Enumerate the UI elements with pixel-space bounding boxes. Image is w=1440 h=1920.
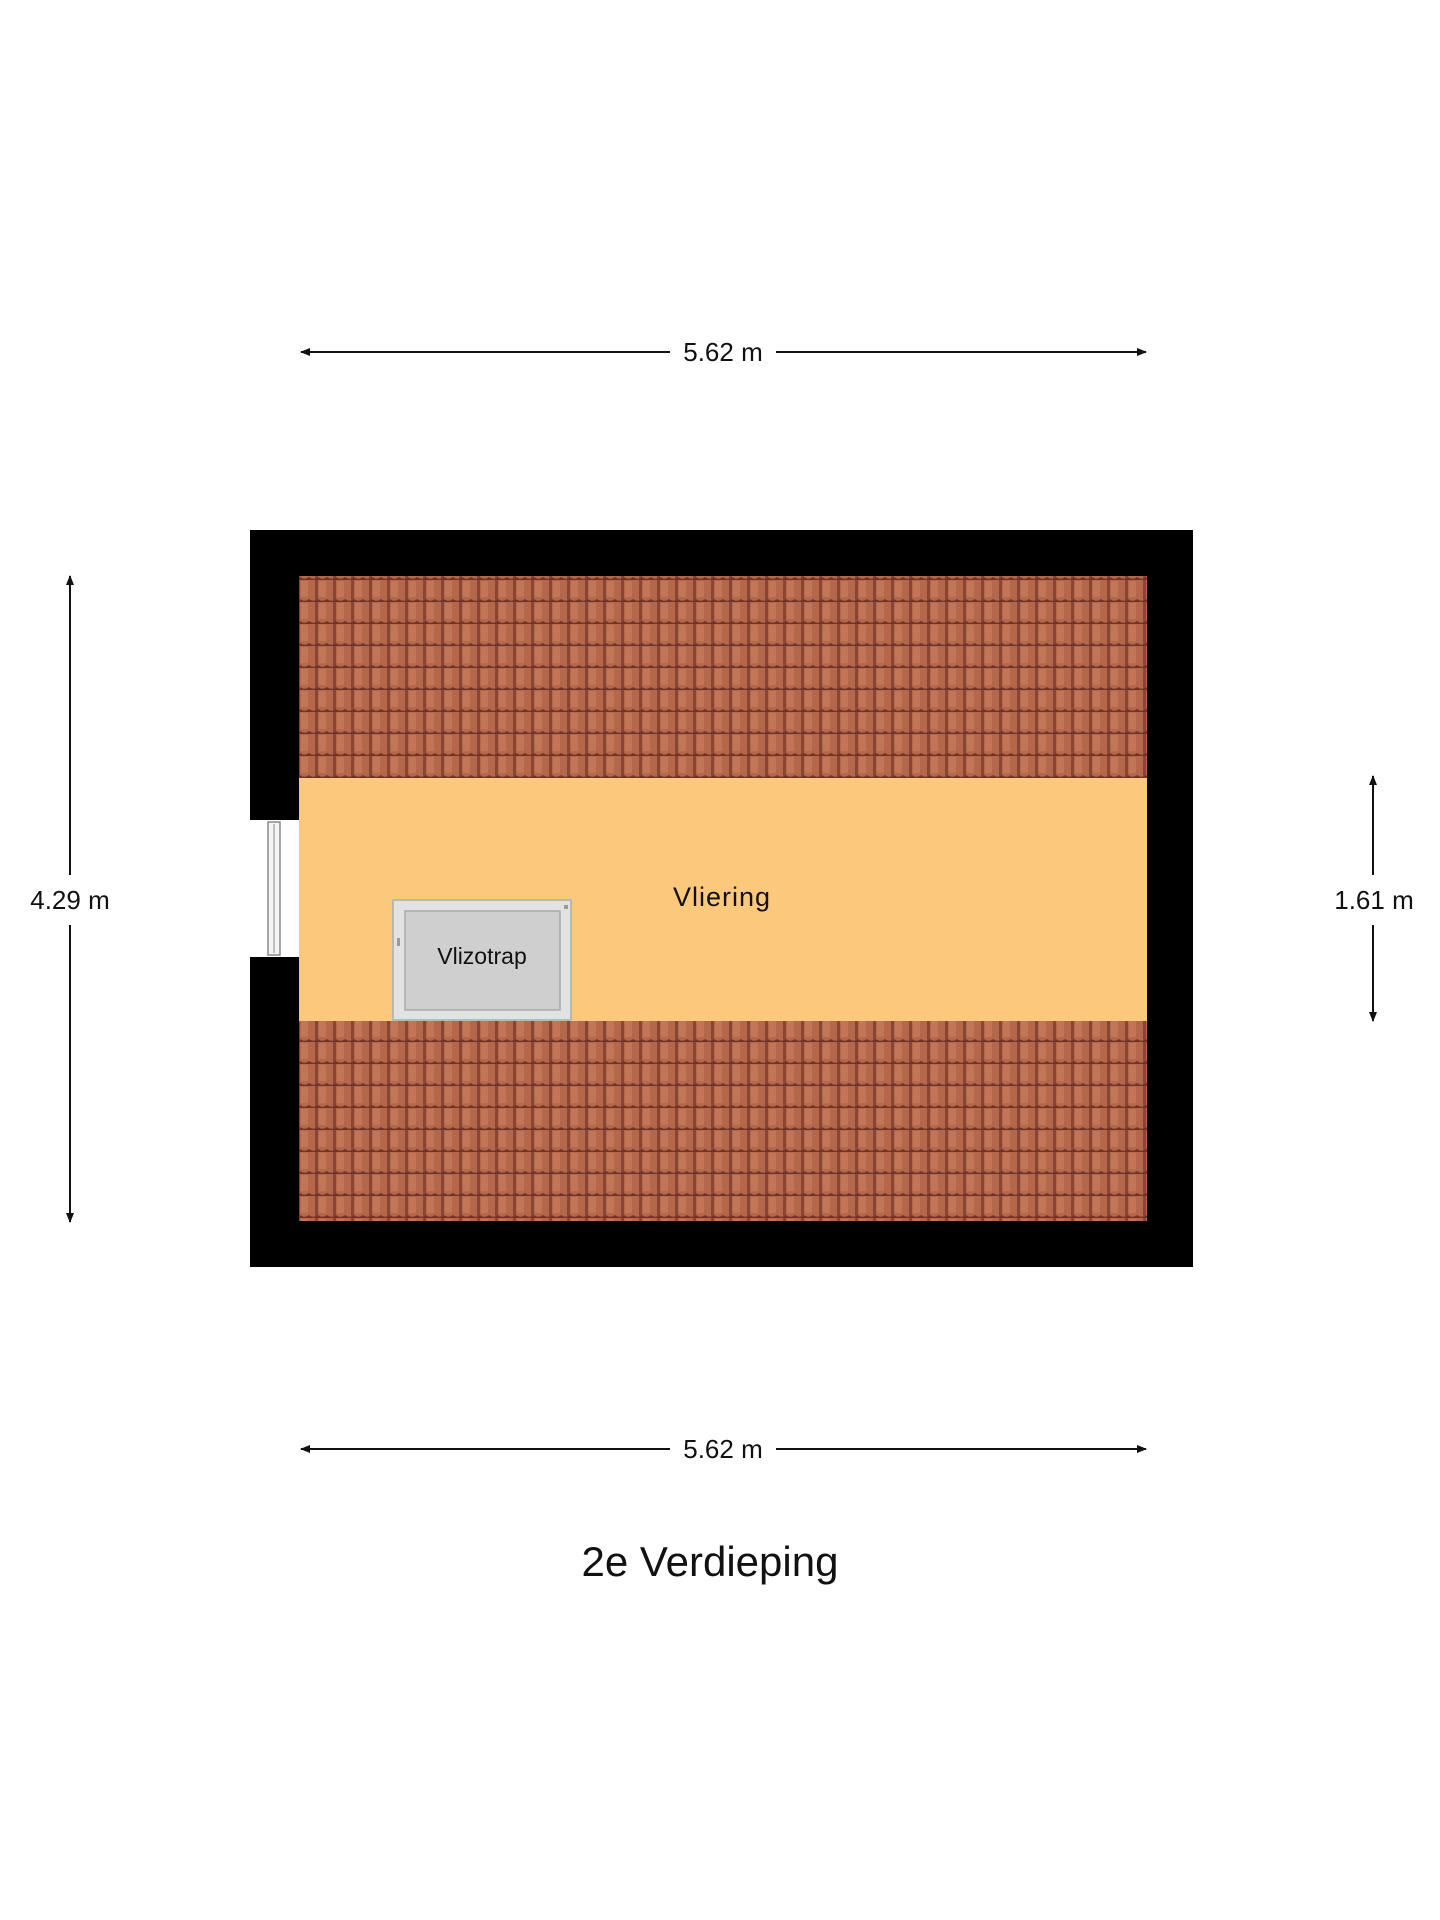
room-label-vliering: Vliering — [673, 882, 771, 912]
dimension-label-bottom: 5.62 m — [683, 1434, 763, 1464]
dimension-bottom: 5.62 m — [300, 1434, 1147, 1464]
dimension-label-top: 5.62 m — [683, 337, 763, 367]
hatch-handle-icon — [564, 905, 568, 909]
dimension-left: 4.29 m — [30, 575, 110, 1223]
roof-area-bottom — [299, 1021, 1147, 1221]
hatch-hinge-icon — [397, 938, 400, 946]
room-label-vlizotrap: Vlizotrap — [437, 943, 526, 969]
hatch-inner — [404, 910, 561, 1011]
dimension-label-left: 4.29 m — [30, 885, 110, 915]
window-left — [250, 820, 299, 957]
dimension-top: 5.62 m — [300, 337, 1147, 367]
roof-area-top — [299, 576, 1147, 778]
dimension-label-right: 1.61 m — [1334, 885, 1414, 915]
attic-hatch: Vlizotrap — [392, 899, 572, 1021]
floor-title: 2e Verdieping — [582, 1538, 839, 1585]
dimension-right: 1.61 m — [1334, 775, 1414, 1022]
building: Vlizotrap Vliering — [250, 530, 1193, 1267]
